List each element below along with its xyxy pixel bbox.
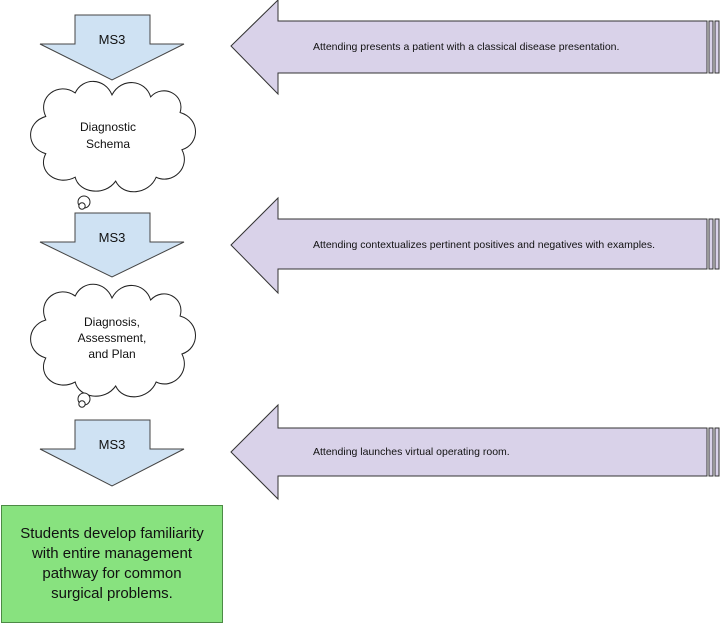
thought-bubble-small [78, 400, 86, 408]
attending-arrow-2: Attending contextualizes pertinent posit… [230, 196, 720, 295]
arrow-tail-stripe [708, 20, 714, 74]
cloud-line: Diagnosis, [84, 315, 140, 329]
down-arrow-shape [39, 419, 185, 487]
cloud-line: and Plan [88, 347, 135, 361]
thought-cloud-diagnostic-schema: Diagnostic Schema [30, 80, 197, 210]
attending-text: Attending presents a patient with a clas… [313, 41, 619, 53]
ms3-arrow-2: MS3 [39, 212, 185, 278]
thought-cloud-diagnosis-plan: Diagnosis, Assessment, and Plan [30, 283, 197, 408]
attending-text: Attending launches virtual operating roo… [313, 446, 510, 458]
ms3-arrow-3: MS3 [39, 419, 185, 487]
arrow-tail-stripe [714, 218, 720, 270]
down-arrow-shape [39, 14, 185, 81]
outcome-box: Students develop familiarity with entire… [1, 505, 223, 623]
cloud-line: Schema [86, 137, 130, 151]
attending-arrow-3: Attending launches virtual operating roo… [230, 403, 720, 501]
left-arrow-shape [230, 196, 708, 295]
outcome-text: Students develop familiarity with entire… [20, 525, 204, 602]
left-arrow-shape [230, 0, 708, 96]
left-arrow-shape [230, 403, 708, 501]
ms3-label: MS3 [99, 32, 126, 47]
thought-bubble-small [78, 202, 86, 210]
cloud-line: Diagnostic [80, 120, 136, 134]
ms3-arrow-1: MS3 [39, 14, 185, 81]
arrow-tail-stripe [708, 218, 714, 270]
ms3-label: MS3 [99, 437, 126, 452]
ms3-label: MS3 [99, 230, 126, 245]
arrow-tail-stripe [714, 20, 720, 74]
cloud-line: Assessment, [78, 331, 147, 345]
arrow-tail-stripe [708, 427, 714, 477]
attending-text: Attending contextualizes pertinent posit… [313, 239, 655, 251]
arrow-tail-stripe [714, 427, 720, 477]
down-arrow-shape [39, 212, 185, 278]
attending-arrow-1: Attending presents a patient with a clas… [230, 0, 720, 96]
